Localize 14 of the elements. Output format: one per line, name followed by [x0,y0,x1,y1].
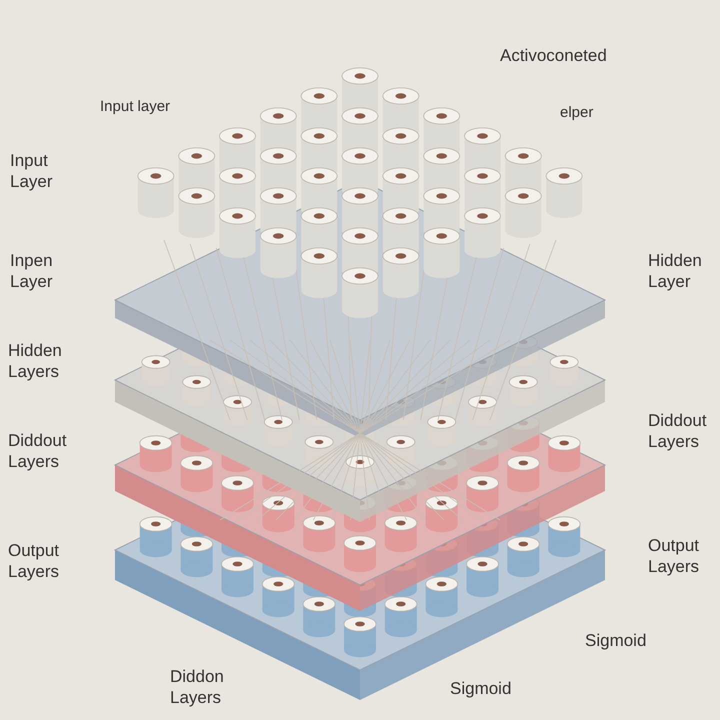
layer-label: Sigmoid [585,630,648,652]
layer-label: Output Layers [648,535,700,578]
layer-label: Diddout Layers [8,430,68,472]
layer-label: Output Layers [8,540,60,582]
layer-label: Hidden Layer [648,250,703,292]
layer-label: Diddout Layers [648,410,708,452]
layer-label: Input layer [100,98,172,117]
layer-label: Diddon Layers [170,666,225,708]
layer-label: Inpen Layer [10,250,54,292]
layer-label: Input Layer [10,150,54,192]
layer-label: Hidden Layers [8,340,63,382]
layer-label: Sigmoid [450,678,512,700]
layer-label: elper [560,104,594,123]
layer-label: Activoconeted [500,45,608,66]
